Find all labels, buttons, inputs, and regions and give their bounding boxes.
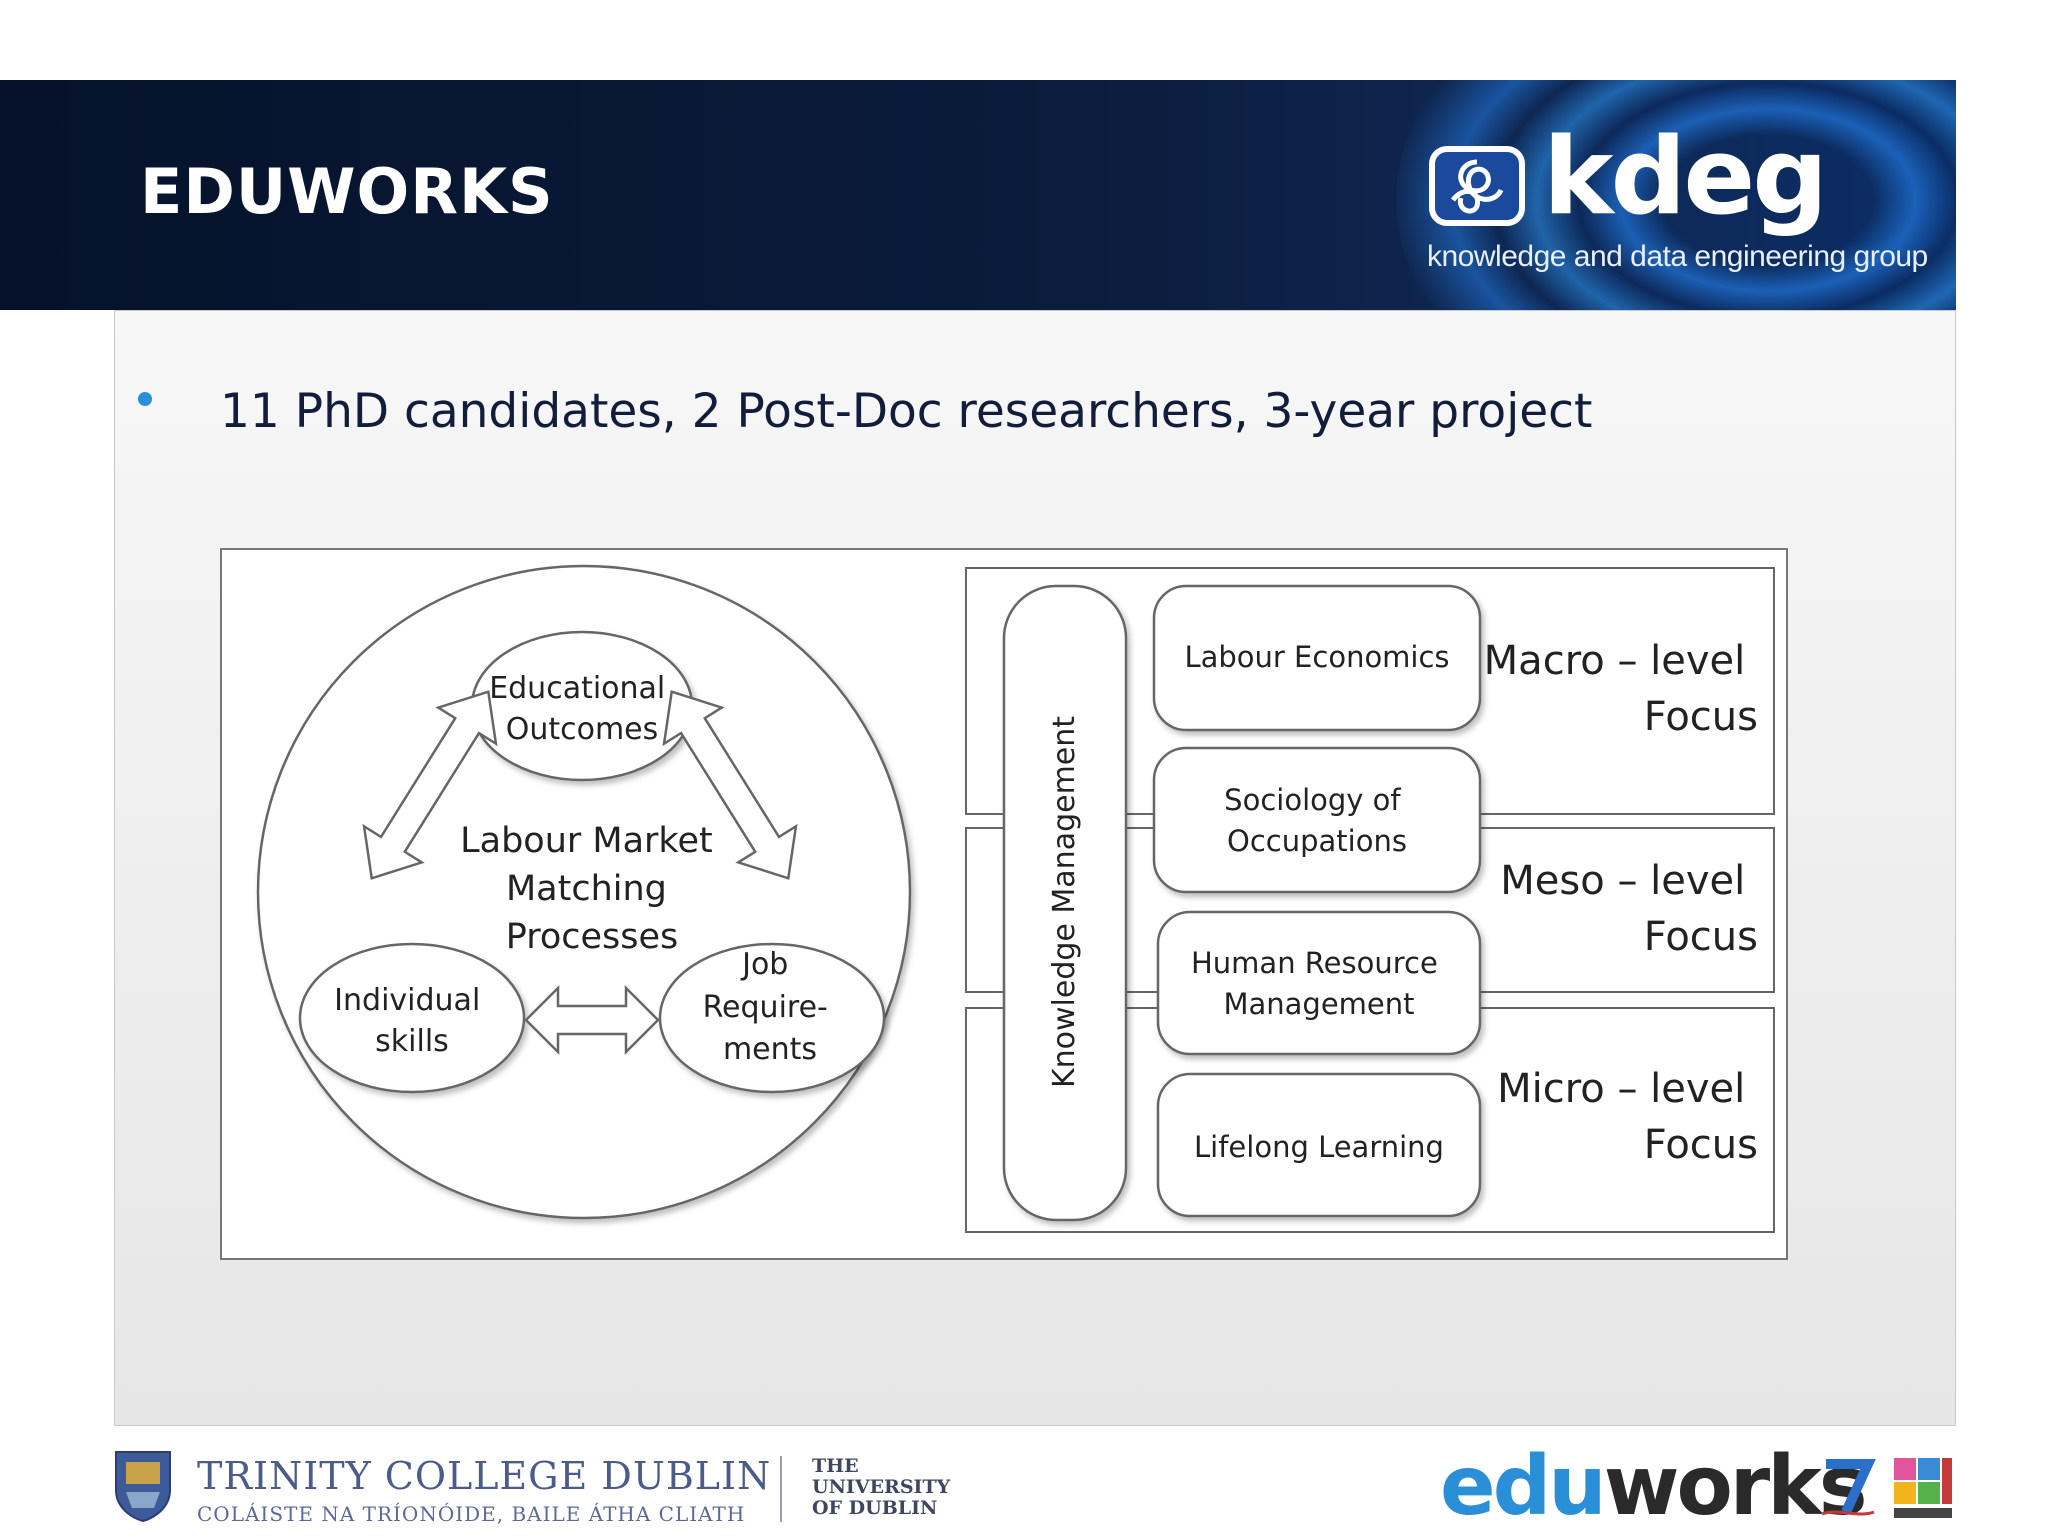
kdeg-wordmark: kdeg <box>1543 115 1828 238</box>
slide-header: EDUWORKS kdeg knowledge and data enginee… <box>0 80 1956 310</box>
slide-footer: TRINITY COLLEGE DUBLIN COLÁISTE NA TRÍON… <box>0 1426 2048 1536</box>
kdeg-knot-icon <box>1429 146 1525 226</box>
slide-title: EDUWORKS <box>140 155 554 228</box>
tcd-university-text: THE UNIVERSITY OF DUBLIN <box>812 1455 951 1519</box>
text-sociology: Sociology of Occupations <box>1224 783 1410 858</box>
text-lifelong-learning: Lifelong Learning <box>1194 1130 1444 1164</box>
tcd-crest-icon <box>114 1450 172 1523</box>
box-hrm <box>1156 910 1482 1056</box>
text-job-requirements: Job Require- ments <box>703 947 838 1067</box>
bullet-text: 11 PhD candidates, 2 Post-Doc researcher… <box>220 384 1593 439</box>
arrow-horizontal <box>524 984 660 1056</box>
diagram-svg: Educational Outcomes Labour Market Match… <box>256 564 1775 1233</box>
arrow-left-diagonal <box>362 690 498 880</box>
box-labour-economics <box>1152 584 1482 732</box>
text-meso-level: Meso – level Focus <box>1500 858 1758 960</box>
text-educational-outcomes: Educational Outcomes <box>489 671 675 747</box>
text-hrm: Human Resource Management <box>1191 946 1447 1021</box>
ellipse-educational-outcomes <box>470 630 694 782</box>
bullet-dot <box>138 392 152 406</box>
tcd-name: TRINITY COLLEGE DUBLIN <box>197 1454 772 1498</box>
text-labour-economics: Labour Economics <box>1184 640 1449 674</box>
box-sociology <box>1152 746 1482 894</box>
text-micro-level: Micro – level Focus <box>1497 1066 1758 1168</box>
marie-curie-logo-icon <box>1892 1456 1954 1522</box>
box-lifelong-learning <box>1156 1072 1482 1218</box>
text-individual-skills: Individual skills <box>334 983 490 1059</box>
eduworks-logo: eduworks <box>1440 1439 1868 1534</box>
eduworks-diagram: Educational Outcomes Labour Market Match… <box>220 548 1788 1260</box>
text-knowledge-management: Knowledge Management <box>1047 716 1082 1088</box>
tcd-irish-name: COLÁISTE NA TRÍONÓIDE, BAILE ÁTHA CLIATH <box>197 1502 746 1526</box>
fp7-logo-icon <box>1820 1456 1876 1522</box>
kdeg-tagline: knowledge and data engineering group <box>1427 240 1928 273</box>
text-labour-market: Labour Market Matching Processes <box>460 821 724 957</box>
knowledge-management-bar <box>1002 584 1128 1222</box>
ellipse-job-requirements <box>658 942 886 1094</box>
text-macro-level: Macro – level Focus <box>1484 638 1758 740</box>
ellipse-individual-skills <box>298 942 526 1094</box>
kdeg-logo: kdeg knowledge and data engineering grou… <box>1425 124 1928 292</box>
arrow-right-diagonal <box>662 690 798 880</box>
footer-separator <box>780 1456 782 1522</box>
